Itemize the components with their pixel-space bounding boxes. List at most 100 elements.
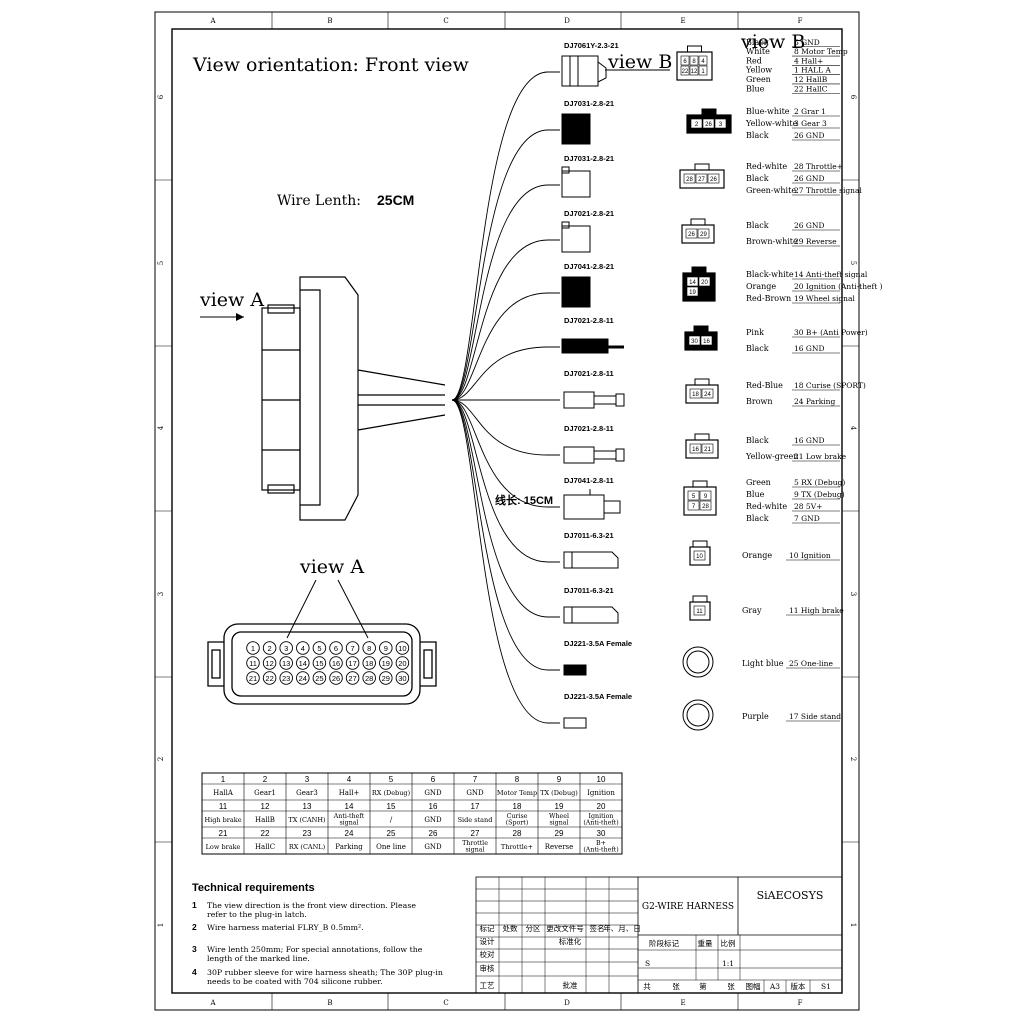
table-pin-label: HallB bbox=[255, 816, 275, 824]
connector-id: DJ7031-2.8-21 bbox=[564, 99, 614, 108]
face-pin bbox=[296, 641, 310, 655]
face-pin bbox=[395, 641, 410, 655]
connector-id: DJ7021-2.8-11 bbox=[564, 316, 614, 325]
wire-function: 29 Reverse bbox=[794, 237, 837, 246]
table-pin-label-line: (Anti-theft) bbox=[583, 820, 618, 827]
round-terminal bbox=[682, 646, 714, 678]
wire-color: Red bbox=[746, 56, 762, 65]
face-pin bbox=[262, 656, 277, 670]
face-pin-number: 1 bbox=[251, 644, 255, 653]
round-terminal bbox=[682, 699, 714, 731]
face-pin bbox=[279, 656, 293, 670]
face-pin-number: 29 bbox=[382, 674, 390, 683]
wire-function: 28 Throttle+ bbox=[794, 162, 843, 171]
table-pin-number: 3 bbox=[305, 775, 310, 784]
table-pin-number: 11 bbox=[219, 802, 228, 811]
tb-rev-header: 分区 bbox=[526, 924, 541, 933]
wire-color: Gray bbox=[742, 606, 762, 615]
face-pin bbox=[395, 671, 410, 685]
connector-id: DJ221-3.5A Female bbox=[564, 639, 632, 648]
wire-color: Blue-white bbox=[746, 107, 790, 116]
table-pin-number: 1 bbox=[221, 775, 226, 784]
face-pin-number: 12 bbox=[265, 659, 273, 668]
table-pin-label-line: Ignition bbox=[589, 813, 614, 820]
connector-latch bbox=[694, 378, 710, 386]
connector-body bbox=[563, 551, 619, 569]
face-pin-number: 3 bbox=[284, 644, 288, 653]
pin-number: 22 bbox=[682, 69, 689, 75]
pin-number: 18 bbox=[692, 392, 699, 398]
wire-color: Black-white bbox=[746, 270, 794, 279]
tb-sheet-cell: 版本 bbox=[791, 981, 806, 991]
table-pin-number: 18 bbox=[513, 802, 522, 811]
connector-body bbox=[561, 55, 607, 87]
table-pin-label: Ignition(Anti-theft) bbox=[583, 813, 618, 827]
connector-body bbox=[561, 166, 591, 198]
zone-row-left: 2 bbox=[157, 757, 165, 761]
view-a-arrowhead bbox=[236, 313, 244, 321]
face-pin bbox=[296, 671, 310, 685]
pin-number: 4 bbox=[701, 59, 705, 65]
table-pin-label: Reverse bbox=[545, 843, 574, 851]
zone-col-top: F bbox=[798, 17, 803, 25]
table-pin-label: Low brake bbox=[206, 843, 241, 851]
connector-latch bbox=[691, 266, 707, 274]
table-pin-label-line: B+ bbox=[596, 840, 606, 847]
face-pin bbox=[345, 671, 360, 685]
face-pin bbox=[329, 656, 343, 670]
tb-scale-label: 比例 bbox=[721, 938, 736, 948]
pin-number: 16 bbox=[703, 339, 710, 345]
tb-role: 审核 bbox=[480, 963, 495, 973]
zone-row-right: 2 bbox=[849, 757, 857, 761]
face-pin-number: 6 bbox=[334, 644, 338, 653]
wire-function: 6 GND bbox=[794, 38, 820, 47]
tb-standardize: 标准化 bbox=[559, 936, 582, 946]
table-pin-label: Parking bbox=[335, 843, 363, 851]
pin-cell bbox=[689, 443, 702, 454]
zone-col-top: B bbox=[327, 17, 332, 25]
wire-function: 9 TX (Debug) bbox=[794, 490, 845, 499]
table-pin-number: 5 bbox=[389, 775, 394, 784]
wire-color: Purple bbox=[742, 712, 769, 721]
table-pin-label-line: Curise bbox=[507, 813, 528, 820]
face-pin-number: 9 bbox=[384, 644, 388, 653]
table-pin-label: Ignition bbox=[587, 789, 615, 797]
face-pin-number: 28 bbox=[365, 674, 373, 683]
pin-number: 7 bbox=[692, 504, 696, 510]
wire-function: 14 Anti-theft signal bbox=[794, 270, 868, 279]
connector-body bbox=[561, 276, 591, 308]
round-terminal-inner bbox=[686, 703, 710, 727]
tech-item-text: The view direction is the front view dir… bbox=[207, 901, 416, 919]
pin-cell bbox=[689, 55, 699, 66]
connector-id: DJ7041-2.8-11 bbox=[564, 476, 614, 485]
table-pin-label-line: Throttle bbox=[462, 840, 488, 847]
connector-latch bbox=[693, 325, 709, 333]
connector-body bbox=[563, 606, 619, 624]
table-pin-number: 17 bbox=[471, 802, 480, 811]
face-pin-number: 4 bbox=[301, 644, 305, 653]
pin-cell bbox=[683, 173, 696, 184]
face-pin-number: 23 bbox=[282, 674, 290, 683]
face-pin bbox=[279, 671, 293, 685]
face-pin-number: 22 bbox=[265, 674, 273, 683]
connector-latch bbox=[701, 108, 717, 116]
view-a-diagram-label: view A bbox=[299, 556, 364, 578]
tb-sheet-cell: 共 bbox=[643, 982, 651, 991]
face-pin-number: 30 bbox=[398, 674, 406, 683]
pin-cell bbox=[686, 276, 699, 287]
connector-body bbox=[563, 489, 621, 520]
table-pin-number: 19 bbox=[555, 802, 564, 811]
zone-col-top: C bbox=[443, 17, 448, 25]
tb-sheet-cell: 第 bbox=[699, 981, 707, 991]
pin-number: 10 bbox=[696, 554, 703, 560]
pin-cell bbox=[700, 335, 713, 346]
pin-number: 26 bbox=[688, 232, 695, 238]
pin-number: 8 bbox=[692, 59, 696, 65]
tb-stage-label: 阶段标记 bbox=[649, 938, 679, 948]
connector-id: DJ221-3.5A Female bbox=[564, 692, 632, 701]
